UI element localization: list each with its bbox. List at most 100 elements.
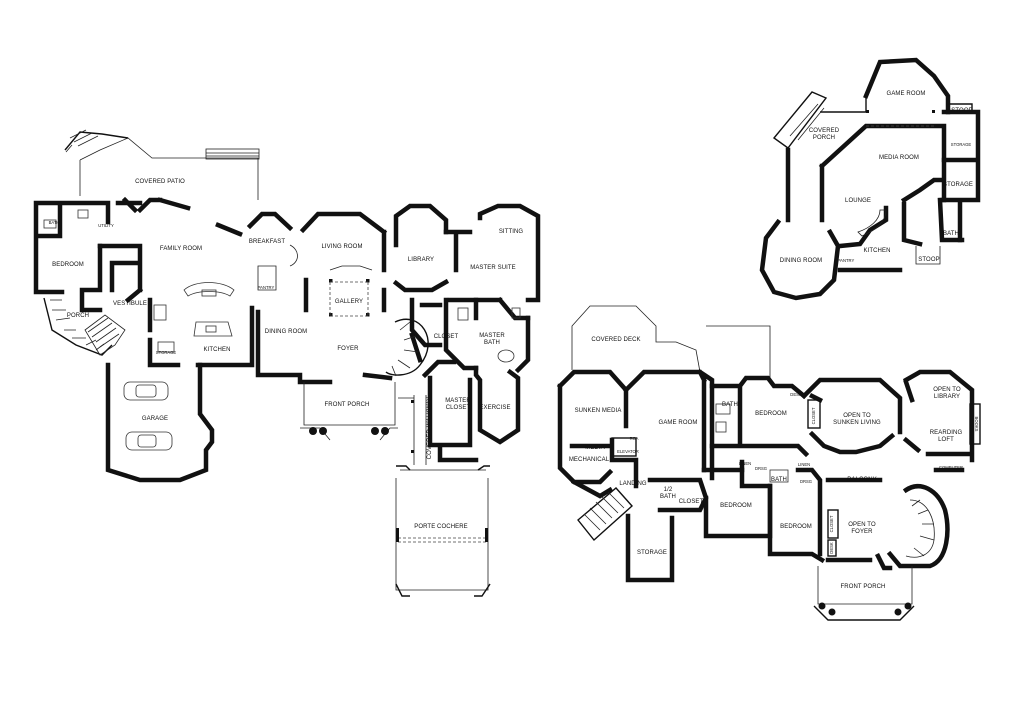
label-bath-2f: BATH — [722, 402, 738, 408]
label-dining-room-guest: DINING ROOM — [780, 258, 822, 264]
label-stoop-2: STOOP — [918, 257, 939, 263]
label-computer: COMPUTER — [939, 465, 963, 470]
label-closet-4: CLOSET — [829, 515, 834, 532]
label-garage: GARAGE — [142, 416, 168, 422]
label-closet-2f: CLOSET — [811, 407, 816, 424]
porch-stair — [43, 297, 113, 356]
label-storage-guest: STORAGE — [951, 142, 972, 147]
label-covered-deck: COVERED DECK — [591, 337, 640, 343]
label-front-porch: FRONT PORCH — [325, 402, 370, 408]
label-bedroom: BEDROOM — [52, 262, 84, 268]
label-utility: UTILITY — [98, 223, 114, 228]
foyer-walls — [255, 309, 423, 385]
label-pantry: PANTRY — [258, 285, 275, 290]
front-spiral-walls — [886, 483, 950, 569]
covered-patio-outline — [79, 137, 259, 200]
label-kitchen-guest: KITCHEN — [863, 248, 890, 254]
label-dining-room: DINING ROOM — [265, 329, 307, 335]
label-bath-guest: BATH — [943, 231, 959, 237]
label-family-room: FAMILY ROOM — [160, 246, 202, 252]
label-game-room: GAME ROOM — [659, 420, 698, 426]
foyer-spiral-stair — [385, 318, 429, 376]
label-master-suite: MASTER SUITE — [470, 265, 516, 271]
sunken-media-walls — [556, 369, 629, 485]
label-vestibule: VESTIBULE — [113, 301, 147, 307]
west-wing-walls — [33, 196, 143, 313]
porte-cochere-outline — [395, 469, 489, 591]
label-storage-guest-2: STORAGE — [943, 182, 973, 188]
guest-kitchen-walls — [837, 205, 903, 273]
label-desk-2: DESK — [829, 542, 834, 554]
front-porch-outline — [303, 382, 396, 426]
label-covered-walkway: COVERED WALKWAY — [427, 397, 433, 460]
label-sitting: SITTING — [499, 229, 524, 235]
exercise-walls — [473, 365, 521, 445]
covered-walkway-outline — [398, 395, 427, 465]
label-books: BOOKS — [974, 417, 979, 432]
label-storage-2f: STORAGE — [637, 550, 667, 556]
label-game-room-guest: GAME ROOM — [887, 91, 926, 97]
label-media: MEDIA — [585, 445, 605, 451]
label-mechanical: MECHANICAL — [569, 457, 610, 463]
label-drsg-1: DRSG — [755, 466, 767, 471]
label-bedroom-3: BEDROOM — [720, 503, 752, 509]
vestibule-walls — [97, 243, 144, 304]
label-bedroom-4: BEDROOM — [780, 524, 812, 530]
bath-bedroom-walls — [709, 375, 810, 458]
family-room-walls — [136, 197, 294, 237]
label-bath: BATH — [49, 220, 60, 225]
label-exercise: EXERCISE — [479, 405, 510, 411]
foyer-open-walls — [825, 477, 893, 571]
label-stoop: STOOP — [951, 108, 972, 114]
front-porch-2-outline — [817, 566, 913, 605]
master-closet-walls — [421, 359, 479, 463]
closet-walls — [409, 297, 443, 348]
bedroom-4-walls — [767, 467, 826, 564]
library-walls — [392, 203, 450, 293]
label-breakfast: BREAKFAST — [249, 239, 285, 245]
label-porch: PORCH — [67, 313, 89, 319]
kitchen-walls — [147, 297, 255, 368]
label-sunken-media: SUNKEN MEDIA — [575, 408, 622, 414]
car-icon — [125, 431, 173, 451]
label-rca: RCA — [630, 436, 639, 441]
storage-walls — [625, 513, 675, 583]
label-closet-3: CLOSET — [679, 499, 704, 505]
label-living-room: LIVING ROOM — [321, 244, 362, 250]
label-closet: CLOSET — [434, 334, 459, 340]
guest-storage-walls — [941, 109, 981, 243]
label-linen-2: LINEN — [798, 462, 810, 467]
label-desk: DESK — [790, 392, 802, 397]
kitchen-island — [193, 321, 233, 337]
guest-main-walls — [785, 123, 947, 223]
label-landing: LANDING — [619, 481, 647, 487]
guest-kitchen-counter — [857, 209, 887, 237]
guest-house — [759, 57, 981, 301]
label-bedroom-2f: BEDROOM — [755, 411, 787, 417]
first-floor — [33, 129, 541, 597]
label-toilet: TOIL — [709, 467, 719, 472]
guest-dining-walls — [759, 218, 841, 301]
master-bath-walls — [443, 297, 531, 374]
patio-steps — [205, 148, 260, 160]
landing-stair — [577, 487, 633, 542]
game-room-2-walls — [863, 57, 951, 115]
second-floor — [556, 305, 981, 621]
guest-bath-walls — [900, 177, 965, 247]
master-suite-walls — [443, 203, 541, 321]
label-porte-cochere: PORTE COCHERE — [414, 524, 468, 530]
label-balcony: BALCONY — [847, 477, 876, 483]
covered-deck-outline — [571, 305, 771, 382]
car-icon — [123, 381, 169, 401]
label-linen-1: LINEN — [739, 461, 751, 466]
living-room-walls — [299, 211, 388, 313]
room-labels: COVERED PATIO BATH UTILITY BEDROOM FAMIL… — [49, 91, 979, 590]
label-foyer: FOYER — [337, 346, 359, 352]
label-kitchen: KITCHEN — [203, 347, 230, 353]
gazebo-outline — [64, 131, 129, 151]
